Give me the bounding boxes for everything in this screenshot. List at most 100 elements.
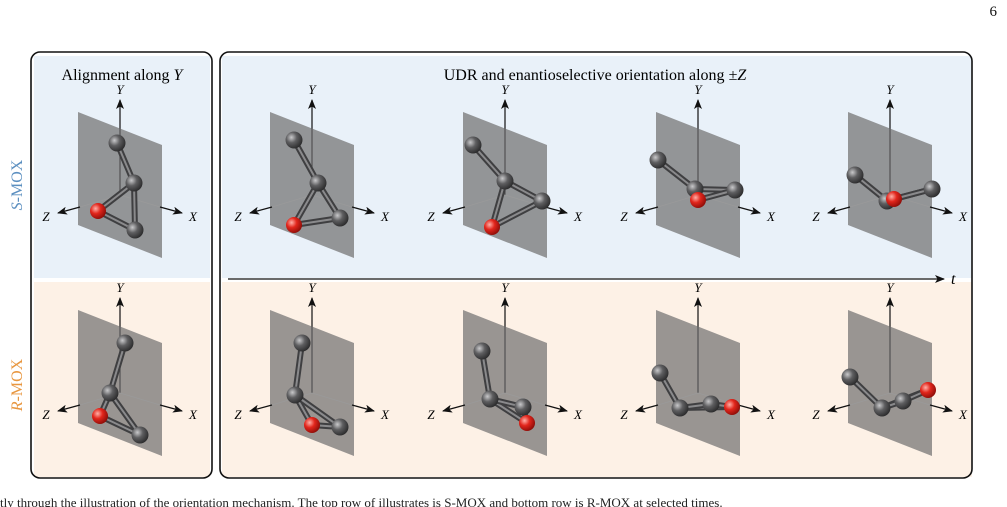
x-axis-label: X [766, 407, 776, 422]
z-axis [57, 404, 81, 413]
carbon-atom [649, 151, 667, 169]
x-axis-label: X [573, 209, 583, 224]
mox-molecule [464, 136, 551, 235]
x-axis-label: X [380, 407, 390, 422]
carbon-atom [309, 174, 327, 192]
mox-molecule [92, 334, 149, 444]
oxygen-atom [886, 191, 902, 207]
z-axis-label: Z [620, 407, 628, 422]
oxygen-atom [92, 408, 108, 424]
y-axis-label: Y [308, 82, 317, 97]
carbon-atom [473, 342, 491, 360]
x-axis [737, 404, 761, 413]
z-axis [442, 206, 466, 215]
carbon-atom [131, 426, 149, 444]
time-axis-label: t [951, 271, 956, 288]
oxygen-atom [690, 192, 706, 208]
z-axis-label: Z [42, 407, 50, 422]
x-axis [544, 206, 568, 215]
z-axis [827, 206, 851, 215]
carbon-atom [651, 364, 669, 382]
z-axis-label: Z [42, 209, 50, 224]
y-axis-label: Y [501, 82, 510, 97]
carbon-atom [923, 180, 941, 198]
right-panel-frame [219, 51, 973, 479]
mox-molecule [846, 166, 941, 210]
molecule-cell: Y Z X [620, 280, 776, 456]
x-axis-label: X [958, 407, 968, 422]
z-axis [635, 404, 659, 413]
x-axis [351, 206, 375, 215]
x-axis-label: X [958, 209, 968, 224]
left-panel-frame [30, 51, 213, 479]
caption-fragment: tly through the illustration of the orie… [0, 495, 723, 507]
y-axis-label: Y [116, 280, 125, 295]
z-axis [442, 404, 466, 413]
y-axis-label: Y [886, 82, 895, 97]
symmetry-plane [848, 310, 932, 456]
oxygen-atom [286, 217, 302, 233]
y-axis-label: Y [501, 280, 510, 295]
molecule-cell: Y Z X [42, 82, 198, 258]
carbon-atom [331, 209, 349, 227]
x-axis [929, 206, 953, 215]
molecule-cell: Y Z X [620, 82, 776, 258]
y-axis-label: Y [116, 82, 125, 97]
right-panel-title: UDR and enantioselective orientation alo… [444, 67, 748, 84]
carbon-atom [331, 418, 349, 436]
x-axis [737, 206, 761, 215]
page-number: 6 [989, 4, 998, 20]
carbon-atom [125, 174, 143, 192]
mox-molecule [651, 364, 740, 417]
carbon-atom [293, 334, 311, 352]
oxygen-atom [920, 382, 936, 398]
oxygen-atom [90, 203, 106, 219]
z-axis-label: Z [427, 209, 435, 224]
carbon-atom [285, 131, 303, 149]
molecule-cell: Y Z X [42, 280, 198, 456]
z-axis [827, 404, 851, 413]
carbon-atom [101, 384, 119, 402]
carbon-atom [894, 392, 912, 410]
carbon-atom [496, 172, 514, 190]
z-axis-label: Z [812, 407, 820, 422]
carbon-atom [514, 398, 532, 416]
symmetry-plane [656, 310, 740, 456]
x-axis [159, 206, 183, 215]
z-axis [635, 206, 659, 215]
mox-molecule [286, 334, 349, 436]
carbon-atom [671, 399, 689, 417]
oxygen-atom [724, 399, 740, 415]
x-axis-label: X [188, 209, 198, 224]
x-axis-label: X [573, 407, 583, 422]
carbon-atom [108, 134, 126, 152]
carbon-atom [126, 221, 144, 239]
r-mox-row-label: R-MOX [9, 358, 26, 412]
x-axis-label: X [766, 209, 776, 224]
left-panel-title: Alignment along Y [62, 67, 185, 84]
carbon-atom [116, 334, 134, 352]
y-axis-label: Y [694, 280, 703, 295]
carbon-atom [726, 181, 744, 199]
x-axis [159, 404, 183, 413]
oxygen-atom [304, 417, 320, 433]
oxygen-atom [484, 219, 500, 235]
z-axis [249, 404, 273, 413]
mox-molecule [841, 368, 936, 417]
mox-molecule [473, 342, 535, 431]
z-axis-label: Z [234, 209, 242, 224]
carbon-atom [481, 390, 499, 408]
y-axis-label: Y [694, 82, 703, 97]
y-axis-label: Y [308, 280, 317, 295]
mox-molecule [285, 131, 349, 233]
carbon-atom [702, 395, 720, 413]
z-axis [249, 206, 273, 215]
y-axis-label: Y [886, 280, 895, 295]
z-axis-label: Z [620, 209, 628, 224]
x-axis-label: X [188, 407, 198, 422]
symmetry-plane [848, 112, 932, 258]
